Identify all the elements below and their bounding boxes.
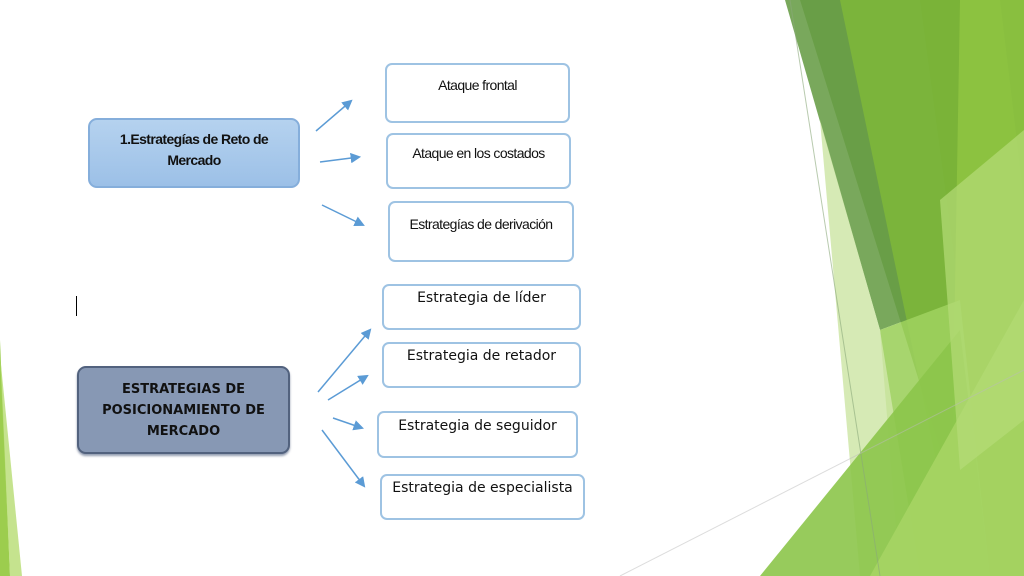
arrow-to-ataque-costados	[319, 152, 362, 164]
top-header-box: 1.Estrategías de Reto de Mercado	[88, 118, 300, 188]
arrow-to-estrategia-especialista	[321, 429, 366, 488]
bottom-item-box-2: Estrategia de retador	[382, 342, 581, 388]
top-item-box-2: Ataque en los costados	[386, 133, 571, 189]
text-cursor-mark	[76, 296, 77, 316]
bottom-item-label-4: Estrategia de especialista	[392, 480, 573, 496]
top-item-label-2: Ataque en los costados	[412, 145, 545, 161]
bottom-item-box-3: Estrategia de seguidor	[377, 411, 578, 458]
bottom-item-box-4: Estrategia de especialista	[380, 474, 585, 520]
top-item-label-3: Estrategías de derivación	[409, 215, 554, 232]
arrow-to-ataque-frontal	[315, 99, 353, 132]
top-header-label: 1.Estrategías de Reto de Mercado	[119, 131, 269, 168]
bottom-header-label: ESTRATEGIAS DE POSICIONAMIENTO DE MERCAD…	[102, 381, 265, 439]
top-item-box-1: Ataque frontal	[385, 63, 570, 123]
bottom-header-box: ESTRATEGIAS DE POSICIONAMIENTO DE MERCAD…	[77, 366, 290, 454]
bottom-item-box-1: Estrategia de líder	[382, 284, 581, 330]
top-item-box-3: Estrategías de derivación	[388, 201, 574, 262]
bottom-item-label-2: Estrategia de retador	[406, 348, 557, 364]
bottom-item-label-1: Estrategia de líder	[417, 290, 546, 306]
top-item-label-1: Ataque frontal	[438, 77, 517, 93]
arrow-to-estrategias-derivacion	[321, 204, 365, 227]
bottom-item-label-3: Estrategia de seguidor	[398, 417, 557, 434]
arrow-to-estrategia-seguidor	[332, 417, 364, 431]
arrow-to-estrategia-lider	[317, 328, 372, 393]
arrow-to-estrategia-retador	[327, 374, 369, 401]
